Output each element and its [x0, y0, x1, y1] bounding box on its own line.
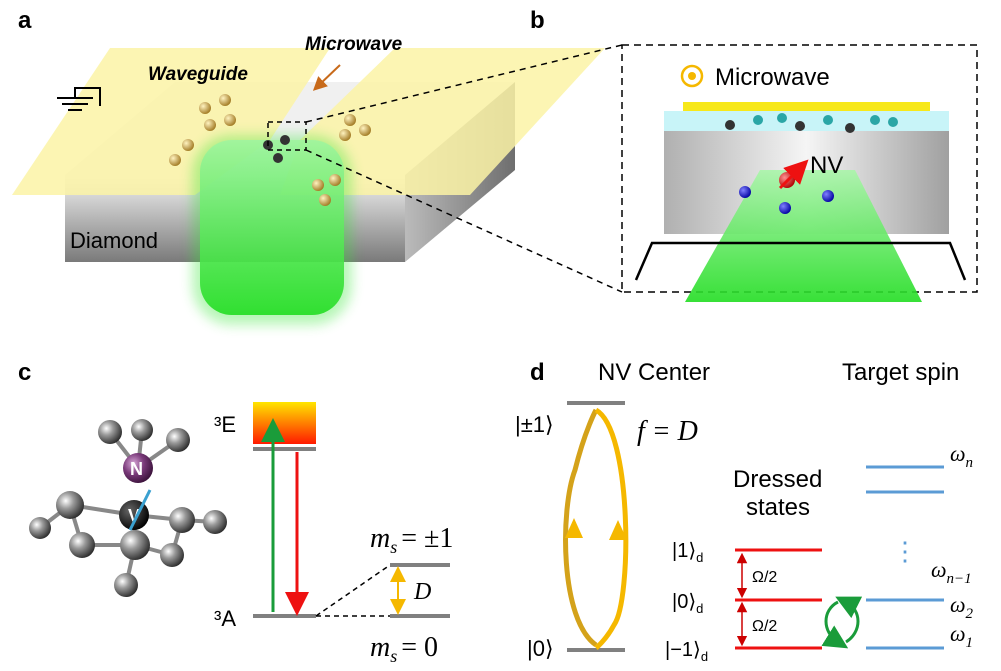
level-3a-label: ³A [214, 606, 236, 631]
zoom-region [267, 121, 307, 151]
rabi-cycle-right [594, 407, 629, 650]
exchange-arrow-left [821, 600, 849, 649]
waveguide-left [12, 48, 330, 195]
surface-layer [664, 111, 949, 131]
ket-1d-label: |1⟩d [672, 540, 703, 565]
target-spin-title: Target spin [842, 359, 959, 386]
zoom-frame [621, 44, 978, 293]
panel-d-letter: d [530, 359, 545, 386]
dressed-title-line1: Dressed [733, 466, 822, 493]
ket-0d-label: |0⟩d [672, 591, 703, 616]
ms-pm1-label: ms= ±1 [370, 523, 453, 557]
panel-c: c N V [18, 359, 453, 666]
omega-half-label-1: Ω/2 [752, 569, 777, 586]
bulk-spin [779, 202, 791, 214]
nitrogen-label: N [130, 459, 143, 479]
vacancy-label: V [128, 506, 140, 526]
omega-half-label-2: Ω/2 [752, 618, 777, 635]
rabi-cycle-left [563, 408, 599, 648]
rabi-arrowhead-down [609, 520, 627, 540]
panel-d: d NV Center Target spin |±1⟩ |0⟩ f = D D… [515, 359, 974, 664]
spin-cluster [169, 94, 371, 206]
waveguide-label: Waveguide [148, 64, 248, 85]
nv-label: NV [810, 152, 843, 179]
ket-pm1-label: |±1⟩ [515, 412, 554, 437]
panel-a-letter: a [18, 7, 32, 34]
nitrogen-atom [123, 453, 153, 483]
nv-spin-arrow [778, 159, 809, 190]
microwave-label-a: Microwave [305, 34, 403, 55]
zfs-label: D [413, 579, 431, 605]
panel-a: a [12, 7, 623, 325]
microwave-label-b: Microwave [715, 64, 830, 91]
target-ellipsis: ⋮ [892, 536, 918, 566]
omega-1-label: ω1 [950, 621, 973, 651]
panel-b: b Microwave NV [530, 7, 978, 302]
vacancy-spin-arrow [128, 489, 152, 531]
excited-state-band [253, 402, 316, 444]
resonance-condition: f = D [637, 416, 698, 447]
microwave-arrow [312, 64, 341, 91]
panel-b-letter: b [530, 7, 545, 34]
out-of-plane-icon [680, 64, 704, 88]
ket-0-label: |0⟩ [527, 636, 554, 661]
ground-icon [57, 87, 101, 111]
laser-cone [685, 170, 922, 302]
zoom-guide-bottom [305, 149, 623, 293]
omega-n-label: ωn [950, 441, 973, 471]
bulk-spin [739, 186, 751, 198]
omega-2-label: ω2 [950, 592, 974, 622]
level-3e-label: ³E [214, 412, 236, 437]
waveguide-right [280, 48, 605, 195]
exchange-arrow-right [835, 596, 863, 644]
laser-beam [200, 140, 344, 315]
ms-0-label: ms= 0 [370, 632, 438, 666]
objective-outline [634, 241, 967, 281]
ket-m1d-label: |−1⟩d [665, 639, 708, 664]
bulk-spin [822, 190, 834, 202]
waveguide-strip [683, 102, 930, 111]
diamond-label: Diamond [70, 228, 158, 253]
dressed-title-line2: states [746, 494, 810, 521]
panel-c-letter: c [18, 359, 31, 386]
split-guide-upper [315, 564, 391, 617]
rabi-arrowhead-up [565, 518, 583, 538]
nv-center-title: NV Center [598, 359, 710, 386]
surface-spins [725, 113, 898, 133]
omega-n-1-label: ωn−1 [931, 557, 972, 587]
